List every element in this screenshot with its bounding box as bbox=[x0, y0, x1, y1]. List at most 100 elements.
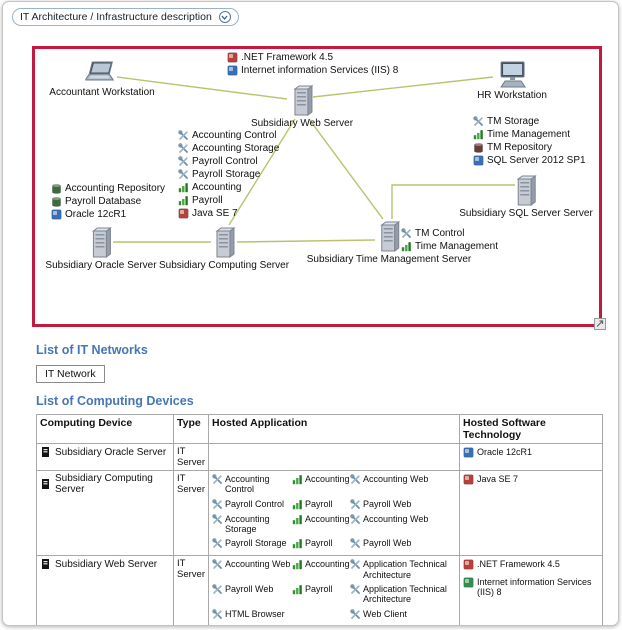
diagram-edge bbox=[116, 76, 288, 100]
diagram-node-tm-server[interactable]: Subsidiary Time Management Server bbox=[306, 221, 472, 265]
column-header: Computing Device bbox=[36, 414, 174, 444]
node-label: HR Workstation bbox=[477, 90, 547, 101]
annotation-label: Time Management bbox=[415, 241, 498, 252]
annotation-label: Java SE 7 bbox=[192, 208, 238, 219]
annotation-item[interactable]: Accounting bbox=[178, 181, 279, 194]
annotation-item[interactable]: TM Storage bbox=[473, 115, 586, 128]
app-label: Payroll Web bbox=[363, 498, 412, 509]
diagram-node-web-server[interactable]: Subsidiary Web Server bbox=[251, 85, 353, 129]
diagram-edge bbox=[391, 184, 515, 219]
annotation-label: Accounting bbox=[192, 182, 242, 193]
diagram-node-accountant-workstation[interactable]: Accountant Workstation bbox=[49, 61, 155, 98]
annotation-item[interactable]: Accounting Storage bbox=[178, 142, 279, 155]
annotation-item[interactable]: Payroll Storage bbox=[178, 168, 279, 181]
app-slot: Payroll Web bbox=[212, 584, 292, 605]
app-label: Accounting bbox=[305, 474, 350, 484]
view-selector-dropdown[interactable]: IT Architecture / Infrastructure descrip… bbox=[12, 8, 239, 26]
service-icon bbox=[178, 195, 189, 206]
tech-icon bbox=[178, 208, 189, 219]
tech-icon bbox=[51, 209, 62, 220]
tool-icon bbox=[178, 156, 189, 167]
device-name[interactable]: Subsidiary Web Server bbox=[40, 558, 170, 570]
annotation-item[interactable]: Oracle 12cR1 bbox=[51, 208, 165, 221]
annotation-item[interactable]: Time Management bbox=[473, 128, 586, 141]
app-label: Web Client bbox=[363, 608, 407, 619]
tech-cell: Oracle 12cR1 bbox=[459, 443, 603, 471]
annotation-label: TM Control bbox=[415, 228, 465, 239]
app-slot: Payroll Control bbox=[212, 499, 292, 510]
laptop-icon bbox=[85, 61, 119, 86]
app-label: Payroll bbox=[305, 538, 333, 549]
annotation-group-web-server-tech: .NET Framework 4.5 Internet information … bbox=[227, 51, 398, 77]
device-cell: Subsidiary Computing Server bbox=[36, 469, 174, 557]
annotation-label: Payroll Storage bbox=[192, 169, 261, 180]
annotation-item[interactable]: TM Control bbox=[401, 227, 498, 240]
annotation-item[interactable]: Time Management bbox=[401, 240, 498, 253]
app-slot: Accounting Web bbox=[212, 559, 292, 580]
tool-icon bbox=[473, 116, 484, 127]
tool-icon bbox=[212, 538, 223, 549]
device-cell: Subsidiary Web Server bbox=[36, 555, 174, 625]
networks-section-title: List of IT Networks bbox=[36, 343, 148, 357]
annotation-item[interactable]: Accounting Repository bbox=[51, 182, 165, 195]
annotation-label: Payroll Control bbox=[192, 156, 258, 167]
column-header: Hosted Software Technology bbox=[459, 414, 603, 444]
app-label: Accounting Storage bbox=[225, 513, 270, 535]
app-label: Accounting Web bbox=[363, 474, 429, 484]
app-line: HTML Browser Web Client bbox=[212, 609, 456, 620]
tech-item: Oracle 12cR1 bbox=[463, 447, 599, 458]
device-name[interactable]: Subsidiary Oracle Server bbox=[40, 446, 170, 458]
app-slot: Accounting Web bbox=[350, 474, 454, 495]
diagram-node-computing-server[interactable]: Subsidiary Computing Server bbox=[159, 227, 289, 271]
annotation-label: Accounting Storage bbox=[192, 143, 280, 154]
annotation-item[interactable]: Java SE 7 bbox=[178, 207, 279, 220]
app-slot: Accounting bbox=[292, 474, 350, 495]
annotation-item[interactable]: Payroll Database bbox=[51, 195, 165, 208]
diagram-node-sql-server[interactable]: Subsidiary SQL Server Server bbox=[459, 175, 593, 219]
tool-icon bbox=[350, 513, 361, 525]
app-slot: Payroll bbox=[292, 538, 350, 549]
annotation-group-sql-server-stack: TM Storage Time Management TM Repository… bbox=[473, 115, 586, 167]
annotation-item[interactable]: .NET Framework 4.5 bbox=[227, 51, 398, 64]
diagram-canvas: Accountant Workstation Subsidiary Web Se… bbox=[32, 46, 606, 330]
device-name[interactable]: Subsidiary Computing Server bbox=[40, 473, 170, 495]
tool-icon bbox=[212, 498, 223, 510]
tech-item: Internet information Services (IIS) 8 bbox=[463, 577, 599, 597]
annotation-item[interactable]: TM Repository bbox=[473, 141, 586, 154]
node-label: Subsidiary Oracle Server bbox=[45, 260, 157, 271]
service-icon bbox=[292, 559, 303, 570]
service-icon bbox=[292, 584, 303, 595]
app-label: Payroll bbox=[305, 584, 333, 595]
column-header: Hosted Application bbox=[208, 414, 460, 444]
network-item[interactable]: IT Network bbox=[36, 365, 105, 383]
app-slot: Application Technical Architecture bbox=[350, 559, 454, 580]
type-cell: IT Server bbox=[173, 469, 209, 557]
network-list: IT Network bbox=[36, 364, 105, 383]
tool-icon bbox=[178, 143, 189, 154]
annotation-item[interactable]: Payroll bbox=[178, 194, 279, 207]
app-label: Payroll Web bbox=[225, 584, 274, 595]
annotation-item[interactable]: Internet information Services (IIS) 8 bbox=[227, 64, 398, 77]
app-slot bbox=[292, 609, 350, 620]
device-cell: Subsidiary Oracle Server bbox=[36, 443, 174, 471]
diagram-node-oracle-server[interactable]: Subsidiary Oracle Server bbox=[45, 227, 157, 271]
node-label: Subsidiary Time Management Server bbox=[306, 254, 472, 265]
diagram-resize-icon[interactable] bbox=[594, 318, 606, 330]
annotation-label: Payroll Database bbox=[65, 196, 142, 207]
app-slot: Accounting Control bbox=[212, 474, 292, 495]
service-icon bbox=[473, 129, 484, 140]
annotation-item[interactable]: Payroll Control bbox=[178, 155, 279, 168]
app-line: Accounting Control Accounting Accounting… bbox=[212, 474, 456, 495]
server-icon bbox=[40, 446, 51, 458]
annotation-item[interactable]: Accounting Control bbox=[178, 129, 279, 142]
annotation-group-oracle-server-stack: Accounting Repository Payroll Database O… bbox=[51, 182, 165, 221]
diagram-node-hr-workstation[interactable]: HR Workstation bbox=[477, 61, 547, 101]
annotation-item[interactable]: SQL Server 2012 SP1 bbox=[473, 154, 586, 167]
app-line: Payroll Web Payroll Application Technica… bbox=[212, 584, 456, 605]
